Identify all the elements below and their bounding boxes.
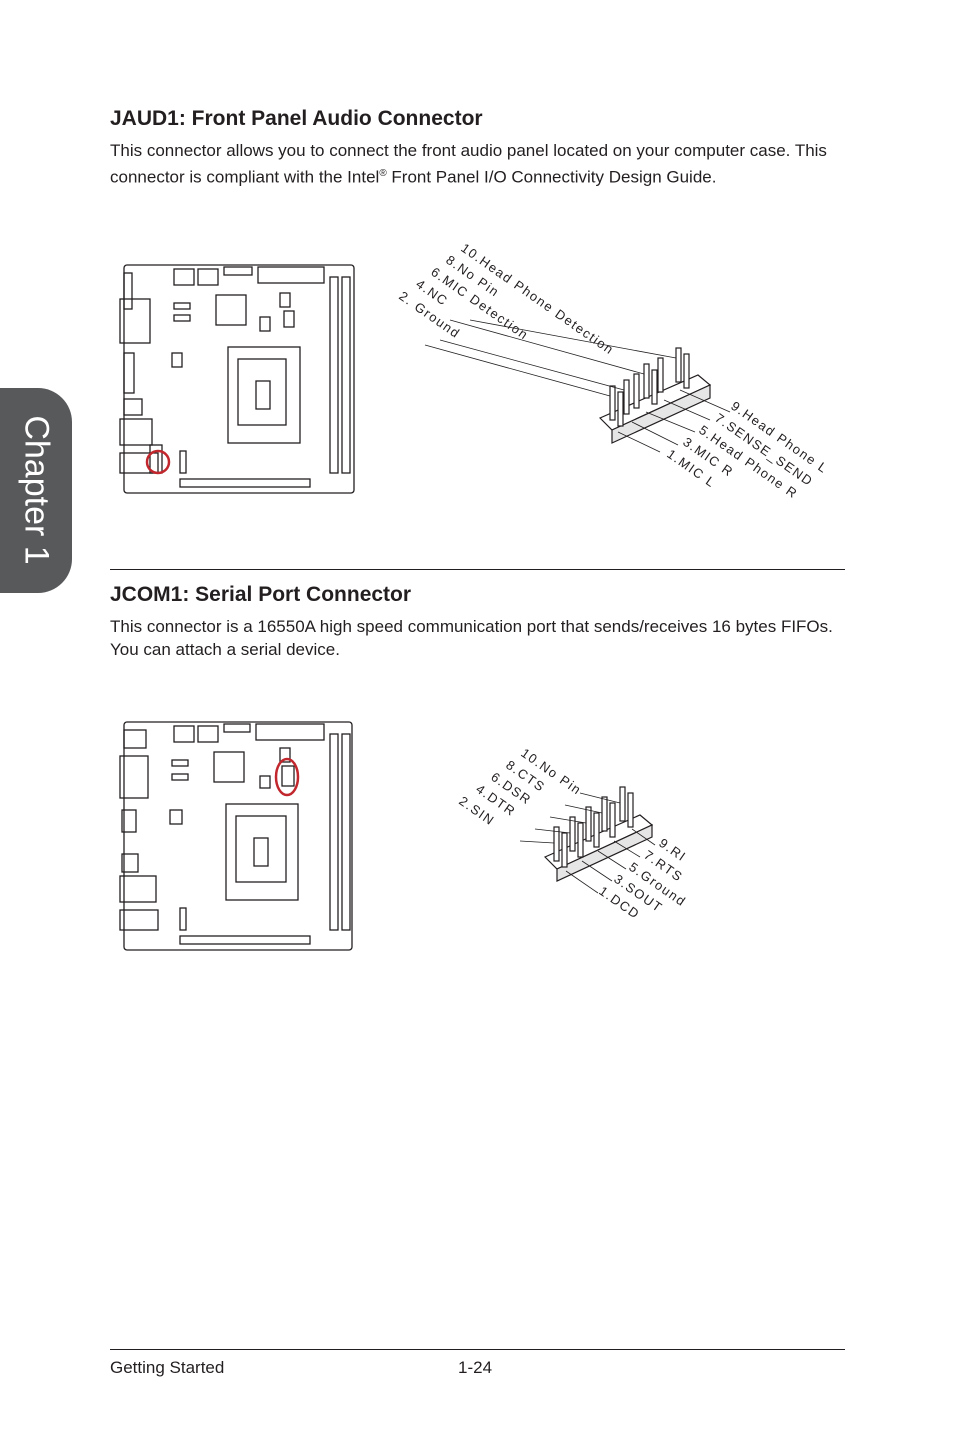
jaud1-highlight <box>145 449 171 475</box>
jaud1-pin-diagram: 10.Head Phone Detection 8.No Pin 6.MIC D… <box>396 240 831 501</box>
page-number: 1-24 <box>458 1358 493 1377</box>
chapter-tab: Chapter 1 <box>0 388 72 593</box>
footer-section-name: Getting Started <box>110 1358 225 1377</box>
section-divider <box>110 569 845 570</box>
body-text: This connector allows you to connect the… <box>110 141 827 187</box>
jcom1-highlight <box>274 757 300 797</box>
footer-rule <box>110 1349 845 1350</box>
chapter-tab-label: Chapter 1 <box>17 415 56 565</box>
motherboard-diagram-jaud1 <box>119 264 355 494</box>
section-body-jaud1: This connector allows you to connect the… <box>110 139 840 189</box>
body-text-cont: Front Panel I/O Connectivity Design Guid… <box>386 167 717 187</box>
section-body-jcom1: This connector is a 16550A high speed co… <box>110 617 833 659</box>
jcom1-pin-diagram: 10.No Pin 8.CTS 6.DSR 4.DTR 2.SIN 9.RI 7… <box>456 745 689 922</box>
motherboard-diagram-jcom1 <box>119 721 353 951</box>
section-title-jcom1: JCOM1: Serial Port Connector <box>110 583 412 606</box>
registered-mark: ® <box>379 168 387 179</box>
section-title-jaud1: JAUD1: Front Panel Audio Connector <box>110 107 483 130</box>
